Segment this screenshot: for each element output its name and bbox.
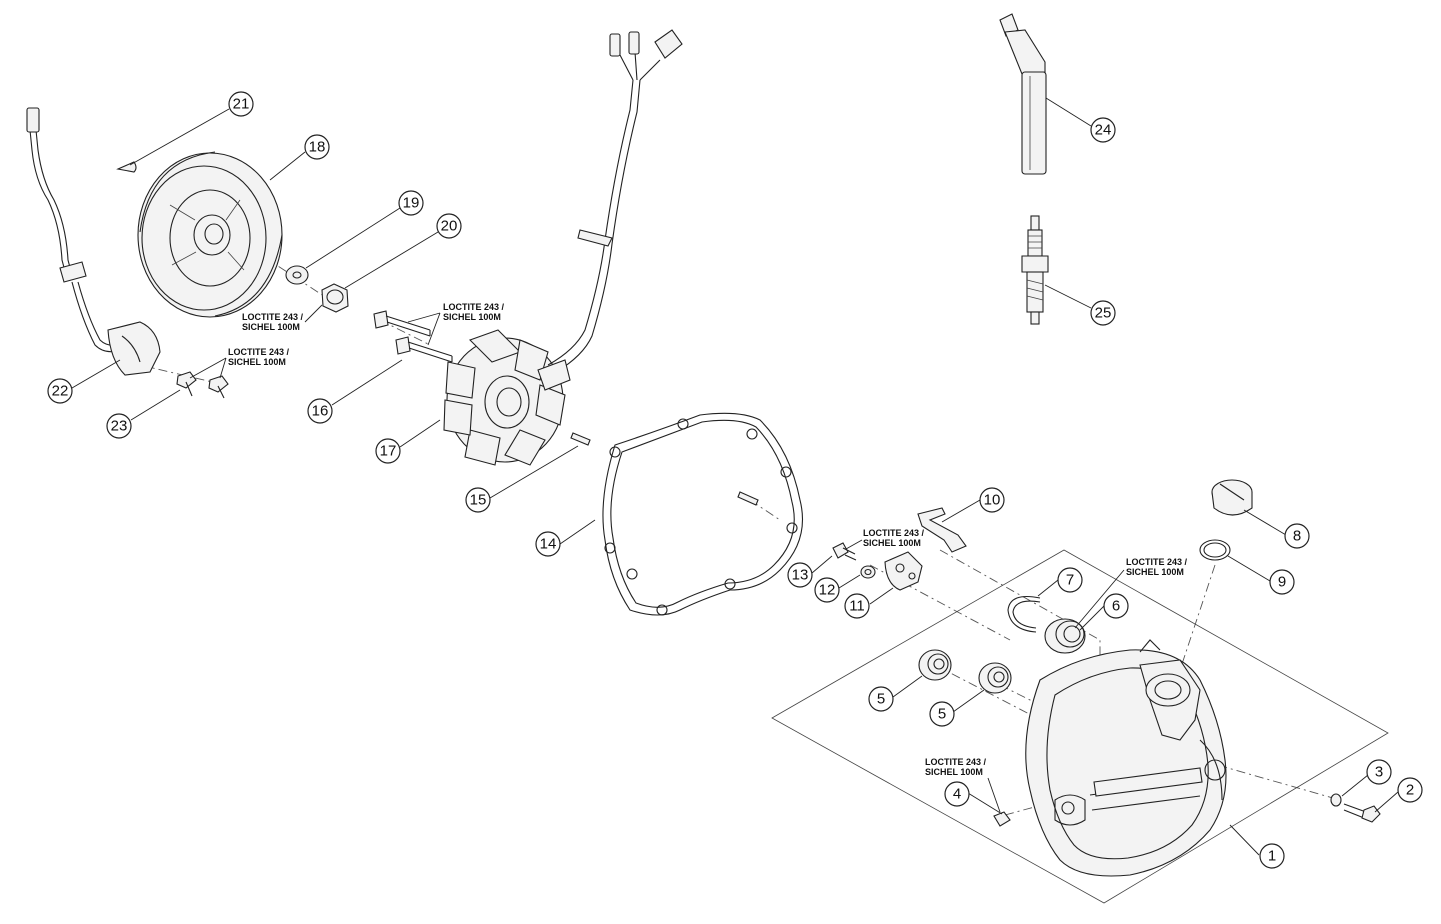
svg-text:23: 23 (111, 418, 128, 435)
callout-9: 9 (1269, 569, 1295, 595)
svg-text:18: 18 (309, 139, 326, 156)
callout-13: 13 (787, 562, 813, 588)
part-6-seal (1044, 618, 1086, 654)
svg-text:17: 17 (380, 443, 397, 460)
part-9-oring (1199, 539, 1231, 561)
callout-11: 11 (844, 593, 870, 619)
callout-5b: 5 (929, 701, 955, 727)
part-13-screw (832, 542, 857, 561)
part-11-bracket (884, 551, 923, 591)
svg-text:21: 21 (233, 96, 250, 113)
callout-20: 20 (436, 213, 462, 239)
svg-text:8: 8 (1293, 528, 1301, 545)
callout-21: 21 (228, 91, 254, 117)
callout-6: 6 (1103, 593, 1129, 619)
svg-text:SICHEL 100M: SICHEL 100M (242, 322, 300, 332)
svg-text:9: 9 (1278, 574, 1286, 591)
svg-text:SICHEL 100M: SICHEL 100M (228, 357, 286, 367)
callout-4: 4 (944, 781, 970, 807)
svg-text:LOCTITE 243 /: LOCTITE 243 / (242, 312, 304, 322)
part-3-washer (1330, 793, 1342, 807)
svg-text:SICHEL 100M: SICHEL 100M (1126, 567, 1184, 577)
svg-text:7: 7 (1066, 572, 1074, 589)
svg-text:11: 11 (849, 598, 865, 615)
callout-leaders (71, 97, 1399, 856)
svg-text:LOCTITE 243 /: LOCTITE 243 / (925, 757, 987, 767)
callout-17: 17 (375, 438, 401, 464)
svg-text:10: 10 (984, 492, 1001, 509)
callout-18: 18 (304, 134, 330, 160)
part-8-filler-plug (1211, 479, 1253, 516)
loctite-note-3: LOCTITE 243 / SICHEL 100M (407, 302, 505, 346)
part-14-gasket (602, 412, 804, 616)
svg-text:25: 25 (1095, 305, 1112, 322)
svg-text:20: 20 (441, 218, 458, 235)
callout-10: 10 (979, 487, 1005, 513)
svg-text:22: 22 (52, 383, 69, 400)
part-22-pickup-sensor (26, 107, 161, 376)
part-20-nut (321, 283, 349, 313)
svg-text:5: 5 (938, 706, 946, 723)
part-1-crankcase-cover (1025, 639, 1227, 877)
part-23-bolts (176, 371, 229, 399)
callout-2: 2 (1397, 777, 1423, 803)
loctite-note-5: LOCTITE 243 / SICHEL 100M (1074, 557, 1188, 629)
callout-12: 12 (814, 577, 840, 603)
callout-19: 19 (398, 190, 424, 216)
svg-text:2: 2 (1406, 782, 1414, 799)
part-5-bearing-b (978, 662, 1012, 694)
svg-text:16: 16 (312, 403, 329, 420)
svg-text:12: 12 (819, 582, 836, 599)
part-7-circlip (1007, 595, 1041, 633)
svg-text:4: 4 (953, 786, 961, 803)
callout-7: 7 (1057, 567, 1083, 593)
svg-text:LOCTITE 243 /: LOCTITE 243 / (443, 302, 505, 312)
svg-text:LOCTITE 243 /: LOCTITE 243 / (228, 347, 290, 357)
part-18-flywheel (137, 151, 283, 318)
svg-text:13: 13 (792, 567, 809, 584)
svg-text:SICHEL 100M: SICHEL 100M (925, 767, 983, 777)
svg-text:19: 19 (403, 195, 420, 212)
part-5-bearing-a (918, 649, 952, 681)
svg-text:SICHEL 100M: SICHEL 100M (443, 312, 501, 322)
callout-14: 14 (535, 531, 561, 557)
svg-text:3: 3 (1375, 764, 1383, 781)
callout-23: 23 (106, 413, 132, 439)
callout-16: 16 (307, 398, 333, 424)
callout-5a: 5 (868, 686, 894, 712)
svg-text:15: 15 (470, 492, 487, 509)
part-24-plug-cap (999, 13, 1047, 175)
part-2-bolt (1343, 803, 1381, 823)
part-16-screws (373, 310, 453, 363)
part-19-washer (285, 265, 309, 285)
svg-text:1: 1 (1268, 848, 1276, 865)
svg-text:5: 5 (877, 691, 885, 708)
loctite-note-2: LOCTITE 243 / SICHEL 100M (189, 347, 290, 379)
cover-outline-box (771, 549, 1389, 904)
part-25-spark-plug (1021, 215, 1049, 325)
callout-25: 25 (1090, 300, 1116, 326)
callout-1: 1 (1259, 843, 1285, 869)
svg-text:6: 6 (1112, 598, 1120, 615)
callout-3: 3 (1366, 759, 1392, 785)
callout-8: 8 (1284, 523, 1310, 549)
part-12-spring (860, 565, 876, 579)
loctite-note-6: LOCTITE 243 / SICHEL 100M (925, 757, 1001, 813)
svg-text:SICHEL 100M: SICHEL 100M (863, 538, 921, 548)
callout-22: 22 (47, 378, 73, 404)
loctite-note-4: LOCTITE 243 / SICHEL 100M (845, 528, 925, 550)
svg-text:14: 14 (540, 536, 557, 553)
callout-15: 15 (465, 487, 491, 513)
callout-24: 24 (1090, 117, 1116, 143)
part-15-dowel (570, 432, 591, 446)
loctite-note-1: LOCTITE 243 / SICHEL 100M (242, 304, 323, 332)
svg-text:24: 24 (1095, 122, 1112, 139)
svg-text:LOCTITE 243 /: LOCTITE 243 / (863, 528, 925, 538)
svg-text:LOCTITE 243 /: LOCTITE 243 / (1126, 557, 1188, 567)
part-10-lever (917, 507, 967, 553)
part-17-stator (443, 29, 683, 466)
